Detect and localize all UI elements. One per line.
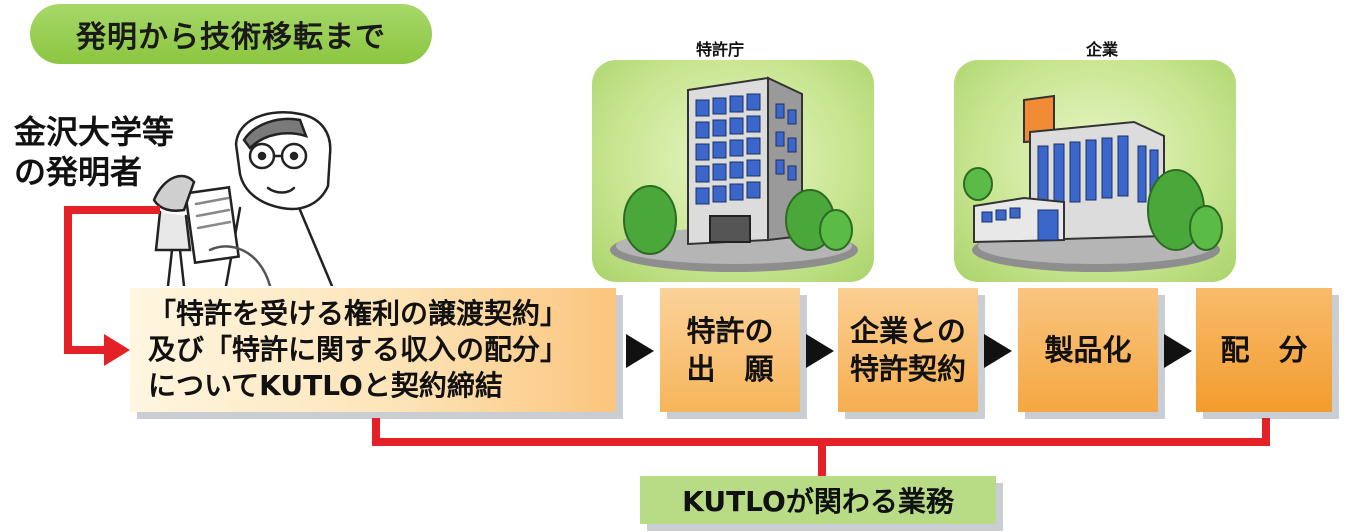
contract-box: 「特許を受ける権利の譲渡契約」 及び「特許に関する収入の配分」 についてKUTL… [130,288,616,412]
step-patent-filing: 特許の 出 願 [660,288,800,412]
patent-office-label: 特許庁 [696,40,745,59]
flow-arrow-icon-2 [806,334,834,368]
flow-arrow-icon-3 [984,334,1012,368]
bracket-right-vertical [1262,418,1270,446]
step1-line1: 特許の [686,314,774,348]
step1-line2: 出 願 [686,352,774,386]
contract-line2: 及び「特許に関する収入の配分」 [148,333,569,366]
flow-arrow-icon-4 [1164,334,1192,368]
flow-arrow-icon-1 [626,334,654,368]
step3-label: 製品化 [1044,333,1132,367]
inventor-label-line2: の発明者 [14,153,143,191]
connector-arrowhead-icon [104,334,130,366]
inventor-label-line1: 金沢大学等 [14,113,175,151]
connector-bottom-horizontal [64,346,108,354]
company-illustration [954,60,1236,282]
inventor-label: 金沢大学等 の発明者 [14,112,174,192]
step4-label: 配 分 [1220,333,1308,367]
company-label: 企業 [1086,40,1119,59]
inventor-illustration [152,111,334,286]
connector-left-vertical [64,206,72,354]
bracket-left-vertical [372,418,380,446]
kutlo-scope-label: KUTLOが関わる業務 [640,476,996,524]
contract-line1: 「特許を受ける権利の譲渡契約」 [148,297,569,330]
step-distribution: 配 分 [1196,288,1332,412]
step-productization: 製品化 [1018,288,1158,412]
step2-line2: 特許契約 [849,352,966,386]
connector-top-horizontal [64,206,160,214]
step2-line1: 企業との [850,314,966,348]
patent-office-illustration [592,60,874,282]
bracket-stem [818,438,826,478]
contract-line3: についてKUTLOと契約締結 [148,369,503,402]
step-patent-contract: 企業との 特許契約 [838,288,978,412]
section-title: 発明から技術移転まで [30,4,432,64]
